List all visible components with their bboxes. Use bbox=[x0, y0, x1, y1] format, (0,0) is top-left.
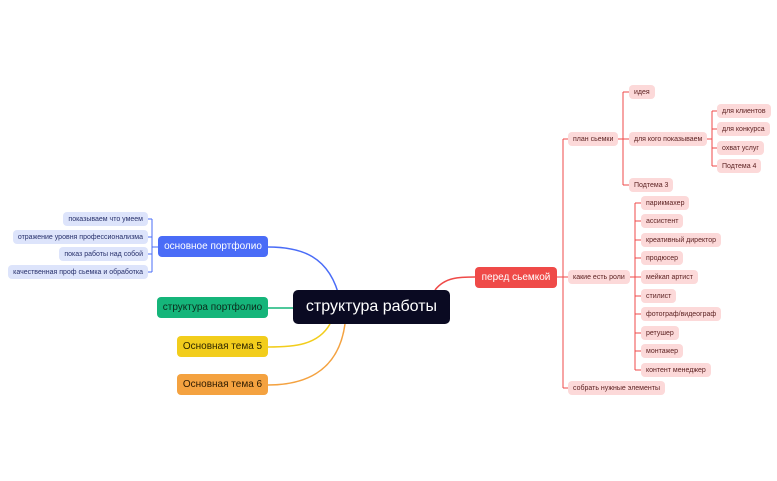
link-root-portfolio bbox=[267, 246, 341, 301]
leaf-role-content-manager[interactable]: контент менеджер bbox=[641, 363, 711, 377]
node-roles[interactable]: какие есть роли bbox=[568, 270, 630, 284]
root-node[interactable]: структура работы bbox=[293, 290, 450, 324]
leaf-for-clients[interactable]: для клиентов bbox=[717, 104, 771, 118]
link-root-theme6 bbox=[267, 323, 346, 386]
leaf-idea[interactable]: идея bbox=[629, 85, 655, 99]
leaf-role-creative-director[interactable]: креативный директор bbox=[641, 233, 722, 247]
node-theme-5[interactable]: Основная тема 5 bbox=[177, 336, 268, 357]
leaf-role-producer[interactable]: продюсер bbox=[641, 251, 684, 265]
leaf-role-retoucher[interactable]: ретушер bbox=[641, 326, 679, 340]
leaf-role-hairdresser[interactable]: парикмахер bbox=[641, 196, 690, 210]
node-portfolio-structure[interactable]: структура портфолио bbox=[157, 297, 268, 318]
leaf-role-makeup-artist[interactable]: мейкап артист bbox=[641, 270, 698, 284]
node-before-shoot[interactable]: перед сьемкой bbox=[475, 267, 557, 288]
link-root-before bbox=[434, 276, 476, 291]
leaf-role-stylist[interactable]: стилист bbox=[641, 289, 677, 303]
leaf-role-editor[interactable]: монтажер bbox=[641, 344, 684, 358]
node-main-portfolio[interactable]: основное портфолио bbox=[158, 236, 268, 257]
link-root-theme5 bbox=[267, 323, 331, 348]
node-theme-6[interactable]: Основная тема 6 bbox=[177, 374, 268, 395]
leaf-portfolio-4[interactable]: качественная проф сьемка и обработка bbox=[8, 265, 148, 279]
leaf-for-contest[interactable]: для конкурса bbox=[717, 122, 770, 136]
leaf-subtopic-4[interactable]: Подтема 4 bbox=[717, 159, 762, 173]
leaf-portfolio-3[interactable]: показ работы над собой bbox=[59, 247, 148, 261]
leaf-role-photographer[interactable]: фотограф/видеограф bbox=[641, 307, 722, 321]
portfolio-links bbox=[148, 218, 158, 273]
leaf-portfolio-2[interactable]: отражение уровня профессионализма bbox=[12, 230, 148, 244]
leaf-subtopic-3[interactable]: Подтема 3 bbox=[629, 178, 674, 192]
node-shoot-plan[interactable]: план сьемки bbox=[568, 132, 619, 146]
leaf-services-reach[interactable]: охват услуг bbox=[717, 141, 764, 155]
node-collect-elements[interactable]: собрать нужные элементы bbox=[568, 381, 665, 395]
leaf-role-assistant[interactable]: ассистент bbox=[641, 214, 684, 228]
node-for-whom[interactable]: для кого показываем bbox=[629, 132, 708, 146]
leaf-portfolio-1[interactable]: показываем что умеем bbox=[63, 212, 148, 226]
